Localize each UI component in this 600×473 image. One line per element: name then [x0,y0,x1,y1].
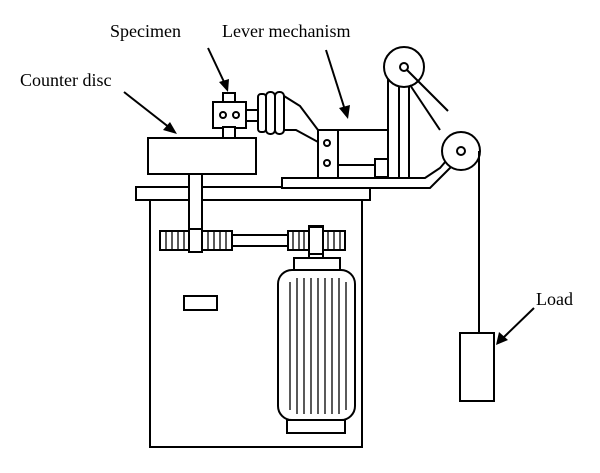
load-weight [459,332,495,402]
bellows-coupling [257,91,319,144]
counter-disc-arrow [123,91,177,134]
load-label: Load [536,289,573,309]
lever-post [398,84,410,179]
lever-mechanism-arrow [325,49,350,119]
load-arrow [496,307,535,345]
counter-disc [147,137,257,175]
lever-mechanism-body [317,129,397,179]
upper-pulley [383,46,449,131]
drive-belt [230,234,290,247]
motor [277,257,356,434]
specimen-arrow [207,47,229,92]
lever-mechanism-label: Lever mechanism [222,21,351,41]
counter-disc-label: Counter disc [20,70,112,90]
lower-pulley [441,131,481,171]
disc-pulley [159,228,233,253]
motor-pulley [287,226,346,255]
specimen-holder [212,92,260,139]
specimen-label: Specimen [110,21,181,41]
cabinet-slot [183,295,218,311]
